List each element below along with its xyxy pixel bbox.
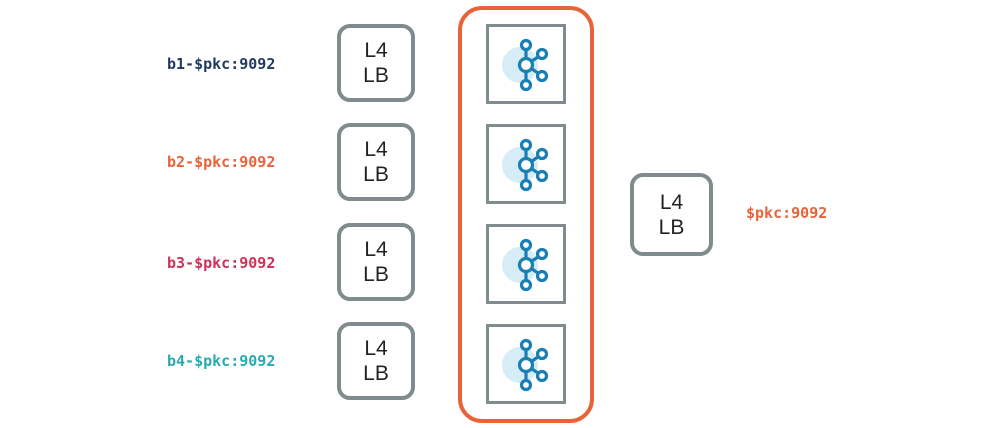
endpoint-label-b3: b3-$pkc:9092 (167, 254, 276, 272)
bootstrap-lb: L4 LB (630, 173, 713, 256)
lb-label-line1: L4 (364, 138, 388, 161)
lb-label-line1: L4 (364, 238, 388, 261)
lb-label-line1: L4 (364, 337, 388, 360)
broker-lb-1: L4 LB (337, 24, 415, 102)
lb-label-line2: LB (658, 215, 685, 239)
lb-label-line2: LB (363, 362, 389, 385)
broker-1 (486, 24, 566, 104)
endpoint-label-b4: b4-$pkc:9092 (167, 352, 276, 370)
lb-label-line1: L4 (364, 39, 388, 62)
lb-label-line2: LB (363, 64, 389, 87)
broker-lb-3: L4 LB (337, 223, 415, 301)
lb-label-line2: LB (363, 163, 389, 186)
broker-2 (486, 124, 566, 204)
bootstrap-endpoint-label: $pkc:9092 (746, 204, 828, 222)
broker-lb-2: L4 LB (337, 123, 415, 201)
lb-label-line1: L4 (659, 190, 684, 214)
kafka-cluster-boundary (458, 6, 594, 423)
broker-lb-4: L4 LB (337, 322, 415, 400)
broker-3 (486, 224, 566, 304)
endpoint-label-b2: b2-$pkc:9092 (167, 153, 276, 171)
broker-4 (486, 324, 566, 404)
endpoint-label-b1: b1-$pkc:9092 (167, 55, 276, 73)
lb-label-line2: LB (363, 263, 389, 286)
